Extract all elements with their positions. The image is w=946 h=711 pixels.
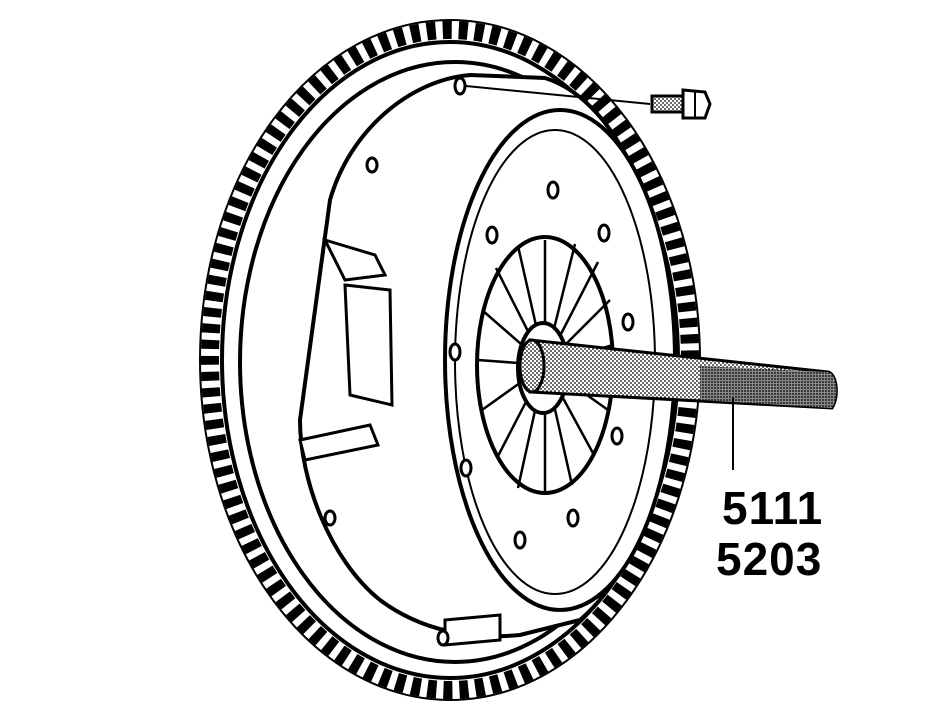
tool-number-label: 5111 (722, 482, 824, 534)
cover-bolt (650, 88, 712, 120)
tool-number-label: 5203 (716, 533, 823, 585)
leader-lines (465, 85, 734, 470)
centering-tool-shaft (518, 338, 838, 410)
cover-bolt-holes (323, 76, 635, 647)
